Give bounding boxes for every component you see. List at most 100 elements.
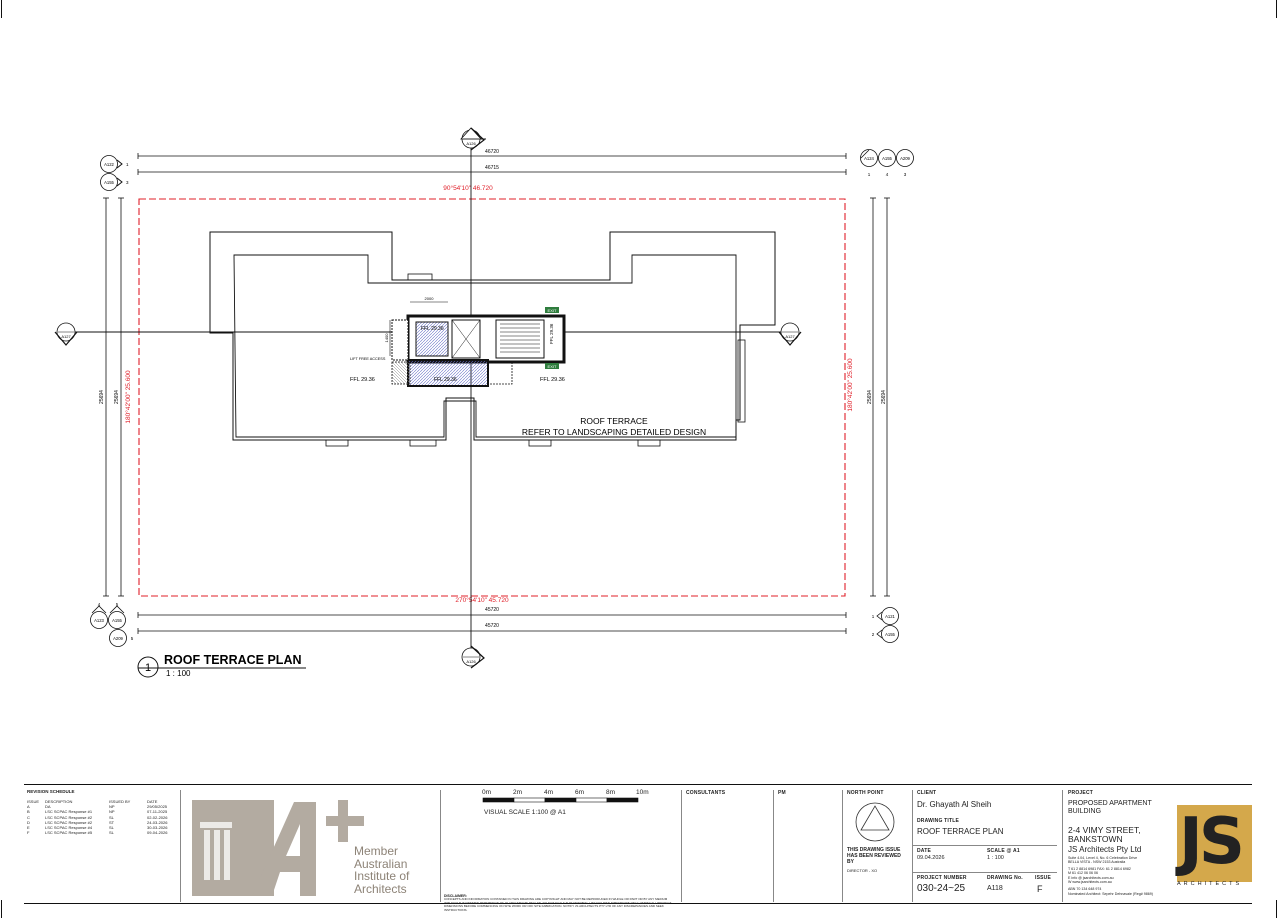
elevation-marker-tr-num-3: 3 (904, 172, 907, 177)
revision-schedule-title: REVISION SCHEDULE (27, 789, 75, 794)
project-value: PROPOSED APARTMENT BUILDING (1068, 800, 1152, 816)
tb-hline-1 (913, 845, 1057, 846)
tb-divider-5 (842, 790, 843, 902)
boundary-bottom-label: 270°54'10" 45.720 (455, 596, 509, 604)
revision-cell: LSC SCPAC Response #4 (45, 825, 93, 831)
scale-bar-segments (482, 797, 639, 803)
project-address: 2-4 VIMY STREET, BANKSTOWN (1068, 826, 1141, 844)
scale-tick-4: 4m (544, 789, 554, 796)
revision-cell: A (27, 804, 30, 810)
elevation-marker-tr-3-label: A209 (900, 156, 910, 161)
ffl-label-5: FFL 29.36 (549, 323, 554, 344)
revision-cell: 07-11-2025 (147, 809, 168, 815)
js-architects-logo: JS ARCHITECTS (1177, 805, 1252, 887)
review-text-line-2: HAS BEEN REVIEWED (847, 853, 901, 859)
scale-tick-6: 6m (575, 789, 585, 796)
revision-cell: NP (109, 809, 115, 815)
project-number-value: 030-24~25 (917, 883, 966, 894)
revision-cell: ISSUED BY (109, 799, 131, 804)
revision-cell: NP (109, 804, 115, 810)
visual-scale-bar (480, 788, 650, 818)
elevation-marker-br (876, 607, 899, 643)
date-label: DATE (917, 848, 932, 854)
bottom-dim-1: 45720 (485, 607, 499, 613)
left-dim-2: 25694 (114, 390, 120, 404)
firm-abn: ABN 70 134 648 974 (1068, 887, 1102, 892)
crop-mark-bottom-left (1, 900, 8, 918)
revision-cell: DESCRIPTION (45, 799, 73, 804)
elevation-marker-bl-num-3: 5 (131, 636, 134, 641)
revision-cell: LSC SCPAC Response #1 (45, 809, 93, 815)
tb-divider-2 (440, 790, 441, 902)
boundary-top-label: 90°54'10" 46.720 (443, 184, 493, 192)
firm-contact-line-2: M 61 412 06 06 06 (1068, 871, 1098, 876)
elevation-marker-bl-num-2: 5 (116, 602, 119, 607)
exit-sign-bottom-label: EXIT (548, 364, 557, 369)
pm-label: PM (778, 790, 786, 796)
north-arrow-icon (855, 802, 895, 842)
dimension-lines-top (137, 153, 847, 175)
elevation-marker-tr-2-label: A155 (882, 156, 892, 161)
small-dim-2: 1400 (384, 333, 389, 343)
aia-logo-plus (326, 800, 364, 842)
elevation-marker-tr-num-1: 1 (868, 172, 871, 177)
section-marker-right (778, 322, 802, 346)
lift-stair-core (389, 301, 566, 387)
firm-address-line-1: Suite 4.04, Level 4, No. 6 Celebration D… (1068, 856, 1138, 860)
elevation-marker-br-2-num: 2 (872, 632, 875, 637)
elevation-marker-bl-2-label: A155 (112, 618, 122, 623)
bottom-dim-2: 45720 (485, 623, 499, 629)
crop-mark-bottom-right (1270, 900, 1277, 918)
elevation-marker-bl-1-label: A123 (94, 618, 104, 623)
dimension-lines-left (103, 197, 124, 597)
section-marker-left (54, 322, 78, 346)
revision-cell: D (27, 819, 30, 825)
elevation-marker-br-1-num: 1 (872, 614, 875, 619)
revision-cell: B (27, 809, 30, 815)
elevation-marker-bl-3-label: A209 (113, 636, 123, 641)
issue-label: ISSUE (1035, 875, 1052, 881)
dimension-lines-bottom (137, 612, 847, 634)
revision-cell: E (27, 825, 30, 831)
project-value-line-1: PROPOSED APARTMENT (1068, 800, 1152, 807)
terrace-label-line-1: ROOF TERRACE (580, 416, 648, 426)
project-address-line-2: BANKSTOWN (1068, 834, 1123, 844)
firm-contact-line-4: W www.jsarchitects.com.au (1068, 880, 1112, 885)
section-marker-left-label: A127 (61, 334, 71, 339)
site-boundary (138, 198, 846, 597)
elevation-marker-tl-2-num: 3 (126, 180, 129, 185)
exit-sign-top-label: EXIT (548, 308, 557, 313)
aia-logo-columns (200, 822, 232, 880)
aia-logo-a-letter (252, 802, 316, 896)
dimension-lines-right (870, 197, 890, 597)
right-dim-1: 25694 (867, 390, 873, 404)
scale-bar-caption: VISUAL SCALE 1:100 @ A1 (484, 809, 566, 816)
revision-cell: DATE (147, 799, 158, 804)
revision-cell: LSC SCPAC Response #2 (45, 814, 93, 820)
revision-cell: DA (45, 804, 51, 810)
ffl-label-2: FFL 29.36 (350, 377, 375, 383)
scale-value: 1 : 100 (987, 855, 1004, 861)
revision-cell: 09-04-2026 (147, 830, 168, 836)
elevation-marker-tr (860, 149, 914, 167)
elevation-marker-tl-1 (100, 155, 123, 173)
small-dim-1: 2000 (425, 296, 435, 301)
issue-value: F (1037, 884, 1043, 894)
elevation-marker-bl (90, 605, 127, 647)
tb-divider-1 (180, 790, 181, 902)
ffl-label-4: FFL 29.36 (540, 377, 565, 383)
aia-member-line-2: Australian (354, 856, 408, 871)
drawing-title-value: ROOF TERRACE PLAN (917, 827, 1004, 836)
elevation-marker-br-1-label: A121 (885, 614, 895, 619)
revision-cell: F (27, 830, 30, 836)
drawing-no-label: DRAWING No. (987, 875, 1023, 881)
scale-label: SCALE @ A1 (987, 848, 1020, 854)
ffl-label-3: FFL 29.36 (434, 377, 457, 383)
revision-cell: 02-02-2026 (147, 814, 168, 820)
